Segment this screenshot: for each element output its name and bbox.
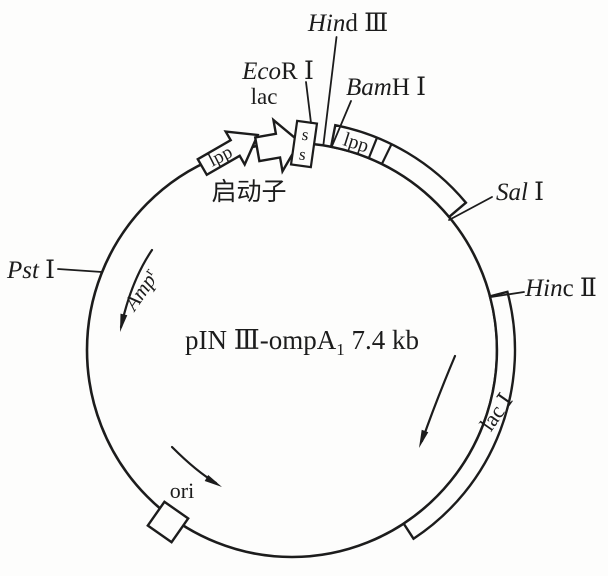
ompa-segment-band: [329, 123, 468, 219]
tick-hinc2: [490, 291, 525, 298]
band-divider-2: [380, 143, 393, 165]
ori-label: ori: [170, 478, 194, 503]
lac-promoter-label: lac: [251, 84, 278, 109]
signal-sequence-rect: [289, 119, 319, 169]
plasmid-name-label: pIN Ⅲ-ompA1 7.4 kb: [185, 325, 419, 359]
laci-direction-arrowhead: [419, 429, 429, 448]
laci-gene-band: [402, 290, 517, 541]
ori-marker: [146, 500, 190, 544]
band-divider-1: [367, 136, 379, 160]
lpp-promoter-arrow: [196, 130, 260, 177]
label-pst1: Pst Ⅰ: [6, 257, 55, 284]
amp-direction-arrowhead: [120, 313, 128, 332]
signal-sequence-box: s s: [289, 119, 319, 169]
tick-ecor1: [305, 81, 312, 124]
label-hinc2: Hinc Ⅱ: [524, 275, 597, 302]
signal-sequence-s-top: s: [301, 125, 310, 145]
tick-sal1: [448, 196, 493, 221]
tick-bamh1: [331, 100, 352, 147]
label-ecor1: EcoR Ⅰ: [241, 58, 314, 85]
tick-hind3: [322, 36, 338, 145]
laci-direction-arrow: [420, 354, 457, 443]
tick-pst1: [57, 268, 103, 273]
signal-sequence-s-bottom: s: [298, 145, 307, 165]
label-sal1: Sal Ⅰ: [496, 179, 544, 206]
label-hind3: Hind Ⅲ: [307, 10, 388, 37]
ori-direction-arrowhead: [204, 475, 222, 487]
label-bamh1: BamH Ⅰ: [346, 74, 426, 101]
promoter-label-zh: 启动子: [211, 178, 286, 206]
